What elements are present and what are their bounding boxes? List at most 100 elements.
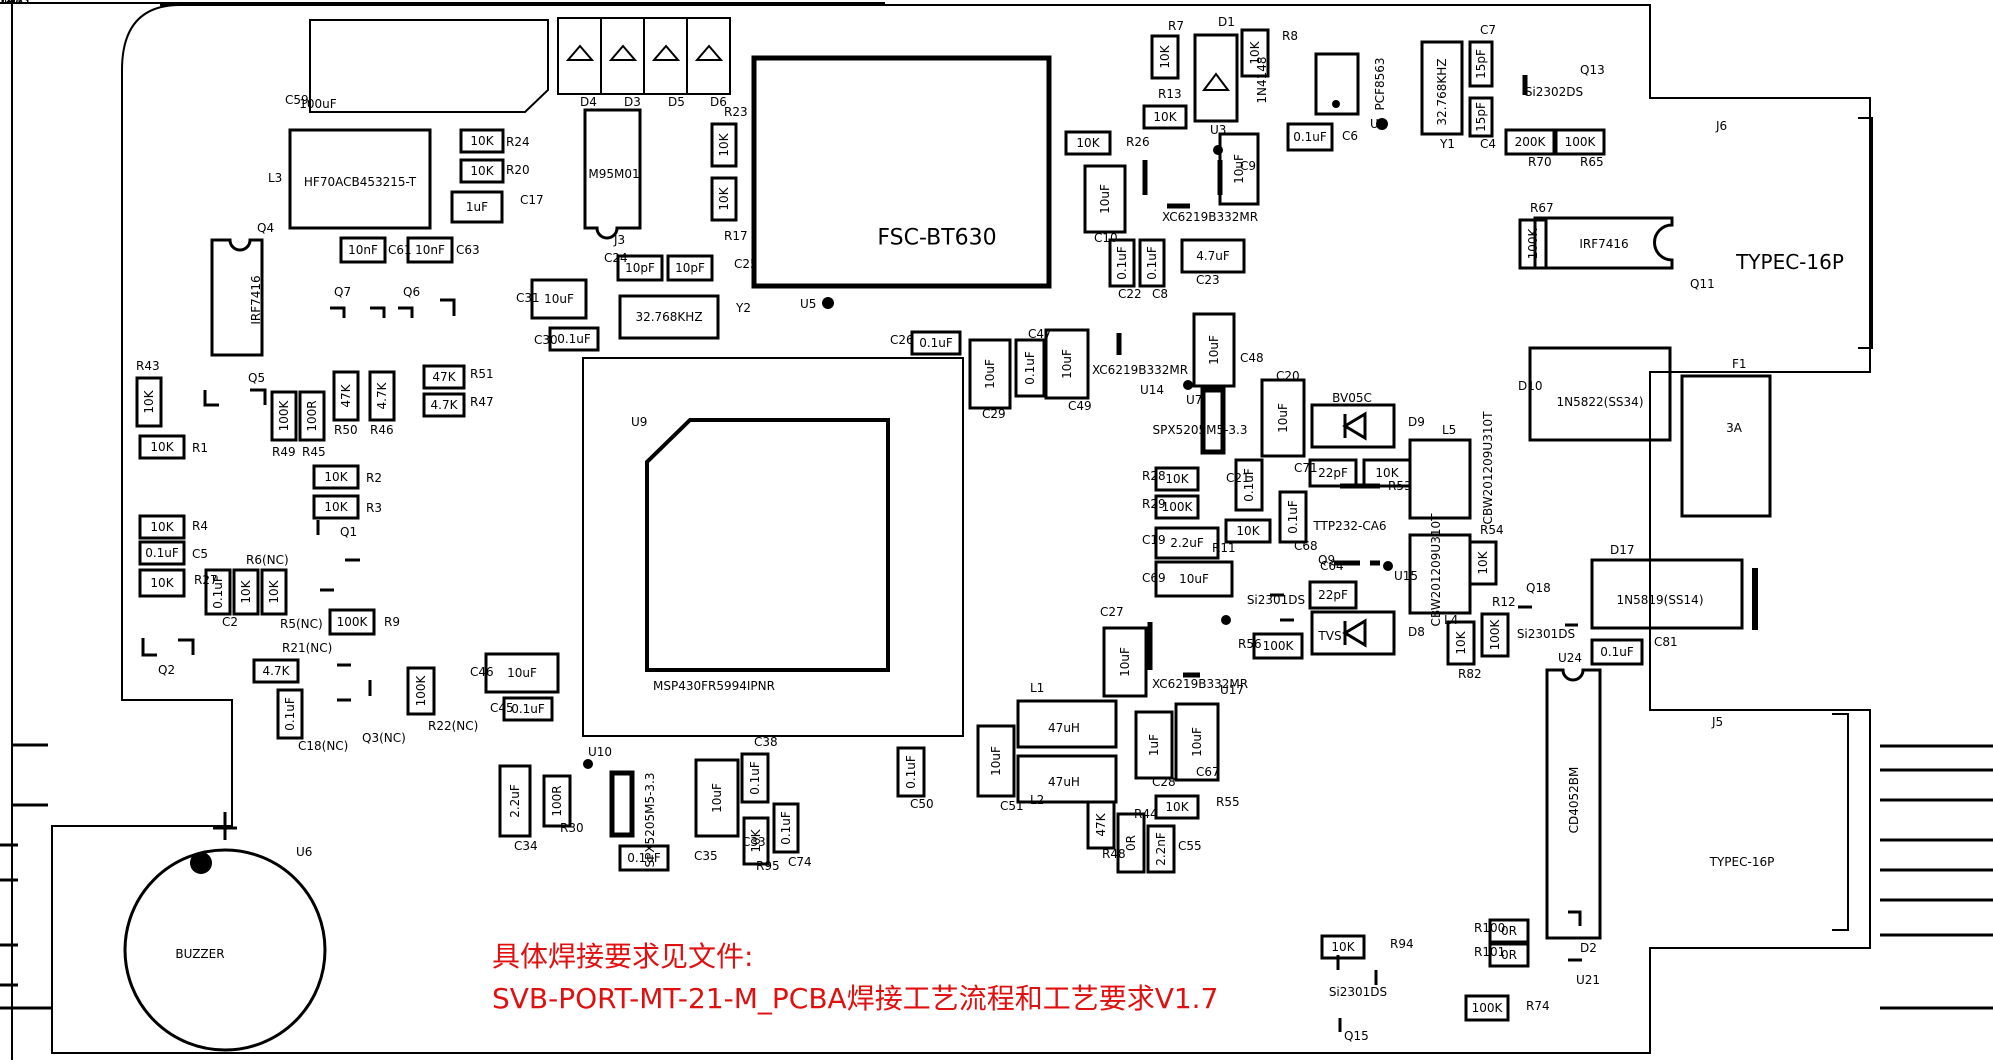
component-value: 10K — [1153, 110, 1177, 124]
ref-designator: C31 — [516, 291, 540, 305]
component-value: 0.1uF — [779, 811, 793, 845]
footprint-outline — [1154, 560, 1234, 598]
footprint-outline — [138, 540, 186, 566]
component-value: 10nF — [415, 243, 445, 257]
component-value: 0.1uF — [904, 755, 918, 789]
ref-designator: C33 — [742, 835, 766, 849]
component-value: 4.7K — [431, 398, 459, 412]
ref-designator: C35 — [694, 849, 718, 863]
ref-designator: C49 — [1068, 399, 1092, 413]
part-r13: R13 10K — [1142, 87, 1188, 130]
ref-designator: R101 — [1474, 945, 1505, 959]
ref-designator: R55 — [1216, 795, 1240, 809]
part-q5: Q5Si2302DS — [0, 0, 265, 385]
component-value: BV05C — [0, 0, 20, 7]
ref-designator: C74 — [788, 855, 812, 869]
ref-designator: R100 — [1474, 921, 1505, 935]
ref-designator: R94 — [1390, 937, 1414, 951]
ref-designator: R74 — [1526, 999, 1550, 1013]
footprint-outline — [1308, 458, 1358, 488]
ref-designator: R67 — [1530, 201, 1554, 215]
ref-designator: Q15 — [1344, 1029, 1369, 1043]
component-value: Si2301DS — [1247, 593, 1305, 607]
ref-designator: U5 — [800, 297, 816, 311]
component-value: 10K — [267, 579, 281, 603]
footprint-outline — [530, 278, 588, 320]
ref-designator: J5 — [1711, 715, 1723, 729]
component-value: 0.1uF — [627, 851, 661, 865]
ref-designator: Q4 — [257, 221, 274, 235]
component-value: BV05C — [0, 0, 20, 7]
component-value: 10K — [1158, 44, 1172, 68]
component-value: 10uF — [710, 783, 724, 813]
ref-designator: C55 — [1178, 839, 1202, 853]
component-value: Si2302DS — [0, 0, 29, 7]
footprint-outline — [548, 326, 600, 352]
ref-designator: U7 — [1186, 393, 1202, 407]
footprint-outline — [1154, 494, 1200, 520]
ref-designator: R20 — [506, 163, 530, 177]
component-value: 100K — [1263, 639, 1295, 653]
part-c33: C33 10uF — [694, 758, 766, 849]
footprint-outline — [1286, 122, 1334, 152]
component-value: 10K — [239, 579, 253, 603]
footprint-outline — [1134, 710, 1174, 780]
footprint-outline — [1180, 238, 1246, 274]
ref-designator: C63 — [456, 243, 480, 257]
footprint-outline — [138, 434, 186, 460]
ref-designator: Q18 — [1526, 581, 1551, 595]
d9-outline — [1310, 403, 1396, 449]
u5-bt-module — [751, 55, 1052, 289]
j5-bracket — [1832, 713, 1849, 931]
l5-outline — [1408, 438, 1472, 520]
ref-designator: R12 — [1492, 595, 1516, 609]
c59-cap — [309, 19, 549, 113]
footprint-outline — [1116, 812, 1146, 874]
component-value: Si2301DS — [1329, 985, 1387, 999]
ref-designator: C22 — [1118, 287, 1142, 301]
component-value: 4.7K — [263, 664, 291, 678]
footprint-outline — [332, 370, 360, 422]
ref-designator: Q2 — [158, 663, 175, 677]
part-c5: C50.1uF — [138, 540, 208, 566]
ref-designator: C7 — [1480, 23, 1496, 37]
part-c18nc: C18(NC)0.1uF — [276, 688, 348, 753]
ref-designator: R48 — [1102, 847, 1126, 861]
ref-designator: R13 — [1158, 87, 1182, 101]
component-value: CD4052BM — [1567, 767, 1581, 834]
ref-designator: Q9 — [1318, 553, 1335, 567]
ref-designator: R53 — [1388, 479, 1412, 493]
ref-designator: C68 — [1294, 539, 1318, 553]
footprint-outline — [252, 658, 300, 684]
component-value: 2.2uF — [508, 784, 522, 818]
component-value: M95M01 — [588, 167, 639, 181]
ref-designator: U15 — [1394, 569, 1418, 583]
footprint-outline — [1488, 942, 1530, 968]
footprint-outline — [772, 802, 800, 854]
component-value: 10nF — [348, 243, 378, 257]
ref-designator: C9 — [1240, 159, 1256, 173]
component-value: 10K — [717, 132, 731, 156]
ref-designator: C23 — [1196, 273, 1220, 287]
u24-package — [1545, 668, 1602, 940]
